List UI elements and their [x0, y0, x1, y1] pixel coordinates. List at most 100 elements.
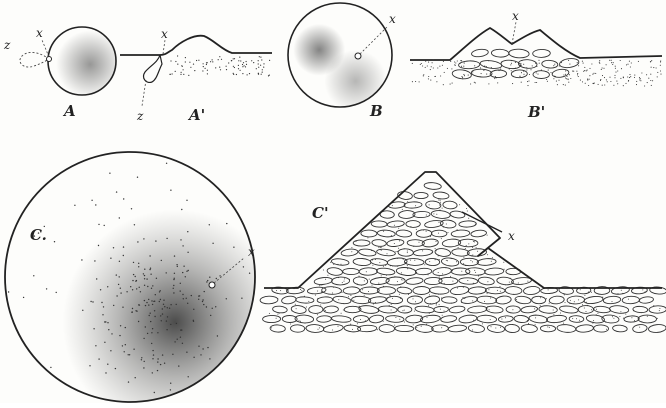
- stipple-dot: [565, 302, 566, 303]
- stipple-dot: [627, 76, 628, 77]
- stipple-dot: [429, 294, 430, 295]
- stipple-dot: [391, 235, 392, 236]
- stipple-dot: [446, 224, 447, 225]
- stipple-dot: [615, 68, 616, 69]
- stipple-dot: [466, 245, 467, 246]
- stipple-dot: [577, 74, 578, 75]
- stipple-dot: [586, 70, 587, 71]
- stipple-dot: [606, 64, 607, 65]
- stipple-dot: [405, 262, 406, 263]
- stipple-dot: [318, 329, 319, 330]
- stipple-dot: [124, 351, 125, 352]
- stipple-dot: [136, 288, 137, 289]
- stipple-dot: [451, 258, 452, 259]
- stipple-dot: [436, 241, 437, 242]
- stipple-dot: [443, 61, 444, 62]
- stipple-dot: [174, 273, 175, 274]
- stipple-dot: [613, 85, 614, 86]
- stipple-dot: [422, 250, 423, 251]
- stipple-dot: [120, 325, 121, 326]
- stipple-dot: [296, 308, 297, 309]
- stipple-dot: [364, 295, 365, 296]
- stipple-dot: [455, 62, 456, 63]
- stipple-dot: [428, 305, 429, 306]
- stipple-dot: [140, 291, 141, 292]
- stipple-dot: [261, 74, 262, 75]
- lava-bed-cell: [370, 277, 390, 286]
- stipple-dot: [258, 67, 259, 68]
- stipple-dot: [144, 285, 145, 286]
- stipple-dot: [133, 349, 134, 350]
- stipple-dot: [226, 69, 227, 70]
- stipple-dot: [247, 74, 248, 75]
- panel-a-prime-profile: [120, 36, 272, 55]
- stipple-dot: [276, 290, 277, 291]
- panel-a-prime-label: A': [187, 106, 205, 124]
- stipple-dot: [397, 266, 398, 267]
- lava-bed-cell: [398, 249, 413, 257]
- lava-bed-cell: [521, 306, 538, 314]
- stipple-dot: [573, 71, 574, 72]
- stipple-dot: [348, 296, 349, 297]
- stipple-dot: [258, 63, 259, 64]
- stipple-dot: [487, 235, 488, 236]
- stipple-dot: [490, 298, 491, 299]
- lava-bed-cell: [648, 324, 666, 333]
- stipple-dot: [584, 67, 585, 68]
- stipple-dot: [428, 78, 429, 79]
- stipple-dot: [149, 315, 150, 316]
- lava-bed-cell: [377, 229, 395, 237]
- stipple-dot: [435, 248, 436, 249]
- panel-a-prime-conduit: [144, 55, 162, 82]
- stipple-dot: [143, 238, 144, 239]
- stipple-dot: [660, 60, 661, 61]
- stipple-dot: [634, 77, 635, 78]
- stipple-dot: [138, 263, 139, 264]
- lava-bed-cell: [477, 258, 496, 266]
- lava-bed-cell: [511, 70, 527, 78]
- stipple-dot: [343, 310, 344, 311]
- stipple-dot: [209, 358, 210, 359]
- stipple-dot: [463, 74, 464, 75]
- stipple-dot: [421, 63, 422, 64]
- stipple-dot: [133, 274, 134, 275]
- stipple-dot: [429, 204, 430, 205]
- stipple-dot: [123, 246, 124, 247]
- stipple-dot: [474, 270, 475, 271]
- stipple-dot: [280, 290, 281, 291]
- stipple-dot: [468, 218, 469, 219]
- stipple-dot: [198, 299, 199, 300]
- stipple-dot: [569, 64, 570, 65]
- stipple-dot: [576, 71, 577, 72]
- stipple-dot: [243, 62, 244, 63]
- stipple-dot: [378, 247, 379, 248]
- stipple-dot: [175, 71, 176, 72]
- stipple-dot: [262, 69, 263, 70]
- stipple-dot: [108, 329, 109, 330]
- stipple-dot: [299, 320, 300, 321]
- stipple-dot: [554, 76, 555, 77]
- stipple-dot: [407, 268, 408, 269]
- stipple-dot: [465, 248, 466, 249]
- stipple-dot: [580, 289, 581, 290]
- stipple-dot: [464, 298, 465, 299]
- lava-bed-cell: [358, 305, 379, 315]
- stipple-dot: [650, 80, 651, 81]
- stipple-dot: [260, 57, 261, 58]
- stipple-dot: [177, 55, 178, 56]
- stipple-dot: [151, 288, 152, 289]
- stipple-dot: [419, 81, 420, 82]
- stipple-dot: [588, 85, 589, 86]
- stipple-dot: [486, 74, 487, 75]
- stipple-dot: [535, 315, 536, 316]
- stipple-dot: [527, 85, 528, 86]
- lava-bed-cell: [477, 296, 497, 305]
- stipple-dot: [561, 62, 562, 63]
- stipple-dot: [246, 64, 247, 65]
- stipple-dot: [602, 297, 603, 298]
- stipple-dot: [477, 320, 478, 321]
- stipple-dot: [137, 177, 138, 178]
- stipple-dot: [387, 253, 388, 254]
- lava-bed-cell: [309, 305, 323, 313]
- stipple-dot: [604, 84, 605, 85]
